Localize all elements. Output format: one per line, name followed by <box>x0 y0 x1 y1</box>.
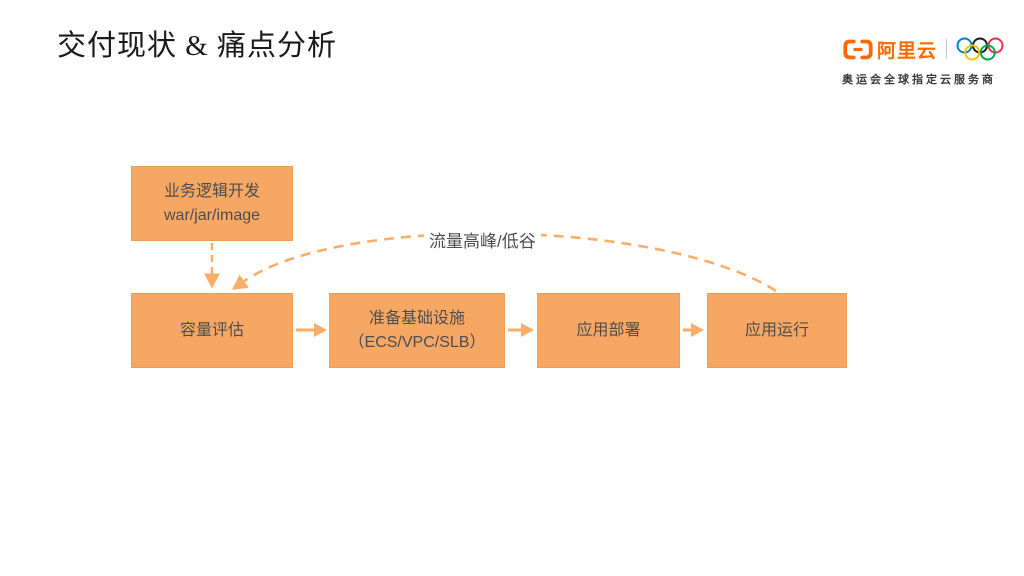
box-line: 准备基础设施 <box>368 309 465 327</box>
brand-divider <box>946 39 948 59</box>
brand-row: 阿里云 <box>842 33 1004 65</box>
brand-tagline: 奥运会全球指定云服务商 <box>842 74 996 86</box>
box-line: 应用部署 <box>576 321 641 339</box>
box-app-deployment: 应用部署 <box>537 293 680 368</box>
box-line: war/jar/image <box>163 206 261 224</box>
brand-block: 阿里云 奥运会全球指定云服务商 <box>842 33 1004 87</box>
box-line: 容量评估 <box>179 321 244 339</box>
box-line: 应用运行 <box>744 321 809 339</box>
box-line: 业务逻辑开发 <box>163 182 260 200</box>
alibaba-cloud-logo-icon <box>843 39 873 59</box>
feedback-loop-label: 流量高峰/低谷 <box>424 227 541 252</box>
olympic-rings-icon <box>956 37 1004 60</box>
box-line: （ECS/VPC/SLB） <box>348 333 486 351</box>
box-app-running: 应用运行 <box>707 293 847 368</box>
brand-name: 阿里云 <box>877 40 938 62</box>
page-title: 交付现状 & 痛点分析 <box>57 30 338 62</box>
box-prepare-infrastructure: 准备基础设施 （ECS/VPC/SLB） <box>329 293 505 368</box>
box-capacity-assessment: 容量评估 <box>131 293 293 368</box>
box-business-logic-dev: 业务逻辑开发 war/jar/image <box>131 166 293 241</box>
